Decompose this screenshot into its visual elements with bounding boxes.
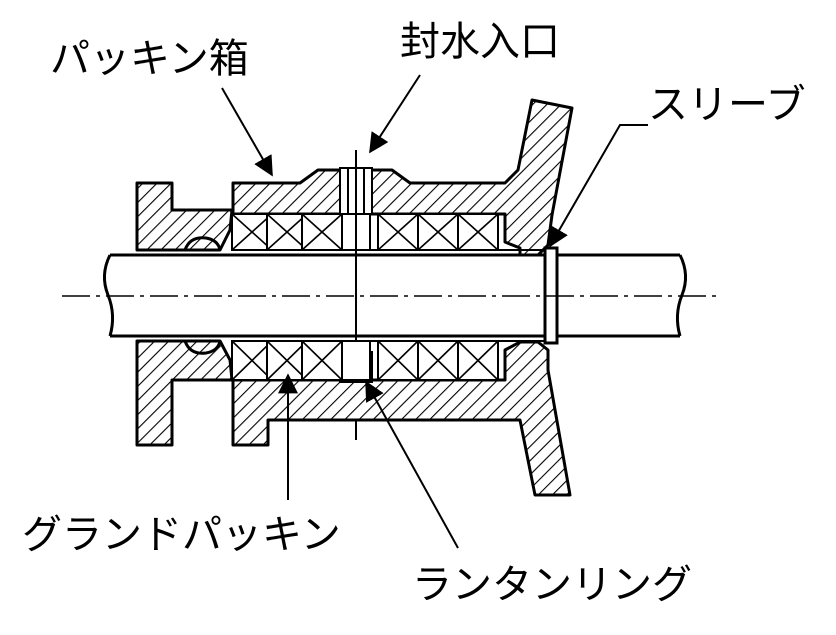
upper-half [135,98,574,257]
lower-half [135,339,572,497]
label-seal-water-inlet: 封水入口 [400,19,560,65]
packing-ring-cross [417,213,459,251]
packing-ring-cross [417,340,459,381]
lantern-ring [341,340,371,381]
leaders [221,74,648,549]
packing-ring-cross [301,213,343,251]
label-packing-box: パッキン箱 [50,36,249,82]
packing-ring-cross [301,340,343,381]
label-gland-packing: グランドパッキン [22,512,341,558]
label-lantern-ring: ランタンリング [412,562,692,608]
gland-pocket-upper [183,236,222,251]
shaft [62,150,720,440]
label-sleeve: スリーブ [648,82,806,128]
leader-sleeve [549,124,648,248]
gland-lower [135,339,234,447]
leader-packing-box [221,87,273,177]
leader-seal-water [369,74,421,154]
packing-ring-cross [231,340,273,381]
packing-ring-cross [266,340,308,381]
gland-upper [135,181,234,252]
leader-lantern-ring [365,380,459,549]
gland-packing-rings-lower [231,340,499,381]
packing-ring-cross [457,340,499,381]
packing-ring-cross [457,213,499,251]
gland-packing-rings-upper [231,213,499,251]
packing-ring-cross [377,340,419,381]
packing-ring-cross [231,213,273,251]
packing-ring-cross [266,213,308,251]
packing-box-upper [231,98,574,257]
packing-ring-cross [377,213,419,251]
